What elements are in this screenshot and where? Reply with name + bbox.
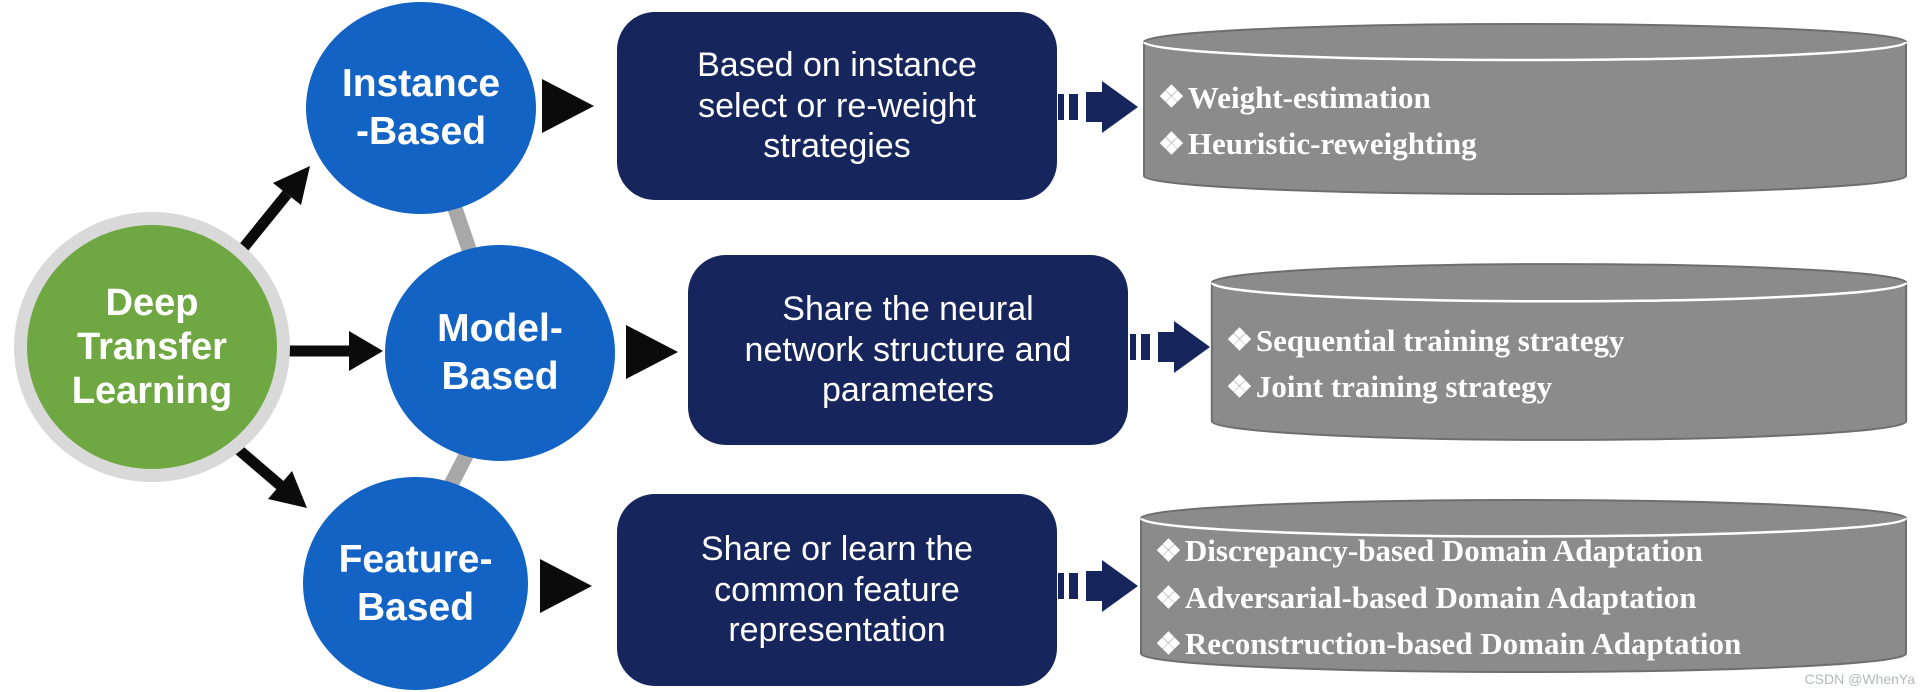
diamond-bullet-icon: ❖ xyxy=(1155,535,1182,568)
description-line: representation xyxy=(728,611,946,650)
method-label: Reconstruction-based Domain Adaptation xyxy=(1184,626,1742,662)
description-line: Based on instance xyxy=(697,45,977,84)
cylinder-shape xyxy=(1210,262,1908,442)
method-list: ❖Sequential training strategy❖Joint trai… xyxy=(1226,294,1898,434)
method-list: ❖Discrepancy-based Domain Adaptation❖Adv… xyxy=(1155,530,1898,666)
description-line: Share or learn the xyxy=(700,529,974,568)
diamond-bullet-icon: ❖ xyxy=(1155,628,1182,661)
category-circle-instance-based: Instance -Based xyxy=(306,2,536,214)
method-item: ❖Heuristic-reweighting xyxy=(1158,121,1898,168)
method-item: ❖Joint training strategy xyxy=(1226,364,1898,411)
method-item: ❖Adversarial-based Domain Adaptation xyxy=(1155,575,1898,622)
triangle-pointer-feature xyxy=(540,559,592,613)
diamond-bullet-icon: ❖ xyxy=(1158,127,1185,161)
root-label-line: Learning xyxy=(71,370,233,413)
description-line: select or re-weight xyxy=(698,86,976,125)
description-box-feature: Share or learn the common feature repres… xyxy=(617,494,1057,686)
category-circle-feature-based: Feature- Based xyxy=(303,477,528,690)
method-label: Adversarial-based Domain Adaptation xyxy=(1184,579,1697,615)
description-line: network structure and xyxy=(744,330,1072,369)
root-label-line: Deep xyxy=(105,281,199,324)
method-item: ❖Weight-estimation xyxy=(1158,75,1898,122)
category-label-line: Based xyxy=(441,355,559,398)
method-label: Heuristic-reweighting xyxy=(1187,126,1477,161)
triangle-pointer-model xyxy=(626,325,678,379)
striped-arrow-instance xyxy=(1058,81,1138,133)
method-label: Discrepancy-based Domain Adaptation xyxy=(1184,533,1703,569)
methods-cylinder-feature: ❖Discrepancy-based Domain Adaptation❖Adv… xyxy=(1139,498,1908,674)
description-line: strategies xyxy=(763,127,911,166)
method-label: Weight-estimation xyxy=(1187,79,1431,115)
method-label: Joint training strategy xyxy=(1255,369,1553,404)
category-label-line: Based xyxy=(356,585,475,629)
striped-arrow-feature xyxy=(1058,560,1138,612)
root-label-line: Transfer xyxy=(77,325,227,368)
triangle-pointer-instance xyxy=(542,79,594,133)
cylinder-shape xyxy=(1142,22,1908,196)
cylinder-shape xyxy=(1139,498,1908,674)
method-label: Sequential training strategy xyxy=(1255,322,1625,358)
category-circle-model-based: Model- Based xyxy=(385,245,615,461)
method-list: ❖Weight-estimation❖Heuristic-reweighting xyxy=(1158,54,1898,188)
watermark: CSDN @WhenYa xyxy=(1804,671,1915,687)
diamond-bullet-icon: ❖ xyxy=(1158,81,1185,115)
description-box-instance: Based on instance select or re-weight st… xyxy=(617,12,1057,200)
diamond-bullet-icon: ❖ xyxy=(1226,370,1253,404)
category-label-line: Feature- xyxy=(338,537,493,581)
method-item: ❖Reconstruction-based Domain Adaptation xyxy=(1155,621,1898,668)
striped-arrow-model xyxy=(1130,321,1210,373)
description-line: common feature xyxy=(714,570,960,609)
diamond-bullet-icon: ❖ xyxy=(1155,581,1182,615)
root-node-deep-transfer-learning: Deep Transfer Learning xyxy=(14,212,290,482)
methods-cylinder-model: ❖Sequential training strategy❖Joint trai… xyxy=(1210,262,1908,442)
description-line: Share the neural xyxy=(782,289,1034,328)
diamond-bullet-icon: ❖ xyxy=(1226,324,1253,358)
arrow-root-to-feature xyxy=(228,439,307,508)
category-label-line: Instance xyxy=(341,62,501,106)
description-box-model: Share the neural network structure and p… xyxy=(688,255,1128,445)
category-label-line: -Based xyxy=(355,110,487,153)
method-item: ❖Sequential training strategy xyxy=(1226,318,1898,365)
methods-cylinder-instance: ❖Weight-estimation❖Heuristic-reweighting xyxy=(1142,22,1908,196)
category-label-line: Model- xyxy=(437,307,563,351)
description-line: parameters xyxy=(822,371,994,410)
method-item: ❖Discrepancy-based Domain Adaptation xyxy=(1155,528,1898,575)
